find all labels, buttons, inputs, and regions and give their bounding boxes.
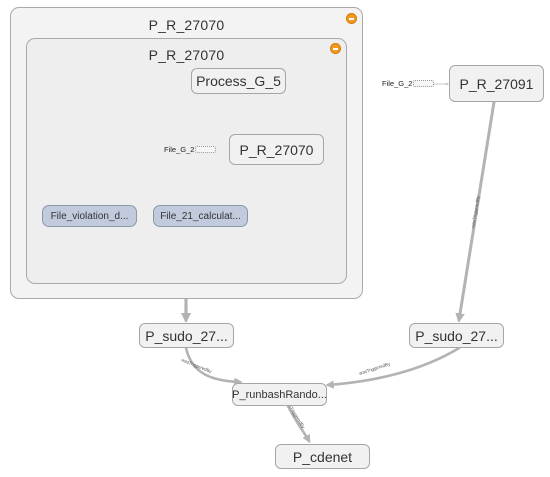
edge-sudo-right-to-runbash-label: wasTriggeredBy xyxy=(358,361,391,376)
node-p-r-27070[interactable]: P_R_27070 xyxy=(229,134,324,165)
const-file-g2-inner-label: File_G_2 xyxy=(164,145,195,154)
const-file-g2-right-box[interactable] xyxy=(413,80,434,87)
const-file-g2-inner-box[interactable] xyxy=(195,146,216,153)
node-p-r-27091[interactable]: P_R_27091 xyxy=(449,65,544,102)
edge-sudo-left-to-runbash[interactable] xyxy=(184,346,243,386)
node-p-runbash[interactable]: P_runbashRando... xyxy=(232,383,327,406)
node-file-21[interactable]: File_21_calculat... xyxy=(153,205,248,227)
group-outer-title: P_R_27070 xyxy=(148,17,225,33)
const-file-g2-right-label: File_G_2 xyxy=(382,79,413,88)
edge-runbash-to-cdenet[interactable] xyxy=(286,404,311,444)
node-process-g-5[interactable]: Process_G_5 xyxy=(191,68,286,94)
node-p-cdenet[interactable]: P_cdenet xyxy=(275,444,370,469)
edge-sudo-right-to-runbash[interactable] xyxy=(325,346,461,389)
node-p-sudo-left[interactable]: P_sudo_27... xyxy=(139,323,234,348)
collapse-inner-icon[interactable] xyxy=(330,43,341,54)
collapse-outer-icon[interactable] xyxy=(346,13,357,24)
node-p-sudo-right[interactable]: P_sudo_27... xyxy=(409,323,504,348)
edge-pr27091-to-sudo-right-label: wasTriggeredBy xyxy=(470,195,481,228)
node-file-violation[interactable]: File_violation_d... xyxy=(42,205,137,227)
group-inner-title: P_R_27070 xyxy=(148,47,225,63)
edge-sudo-left-to-runbash-label: wasTriggeredBy xyxy=(181,357,214,374)
edge-pr27091-to-sudo-right[interactable] xyxy=(455,100,496,323)
